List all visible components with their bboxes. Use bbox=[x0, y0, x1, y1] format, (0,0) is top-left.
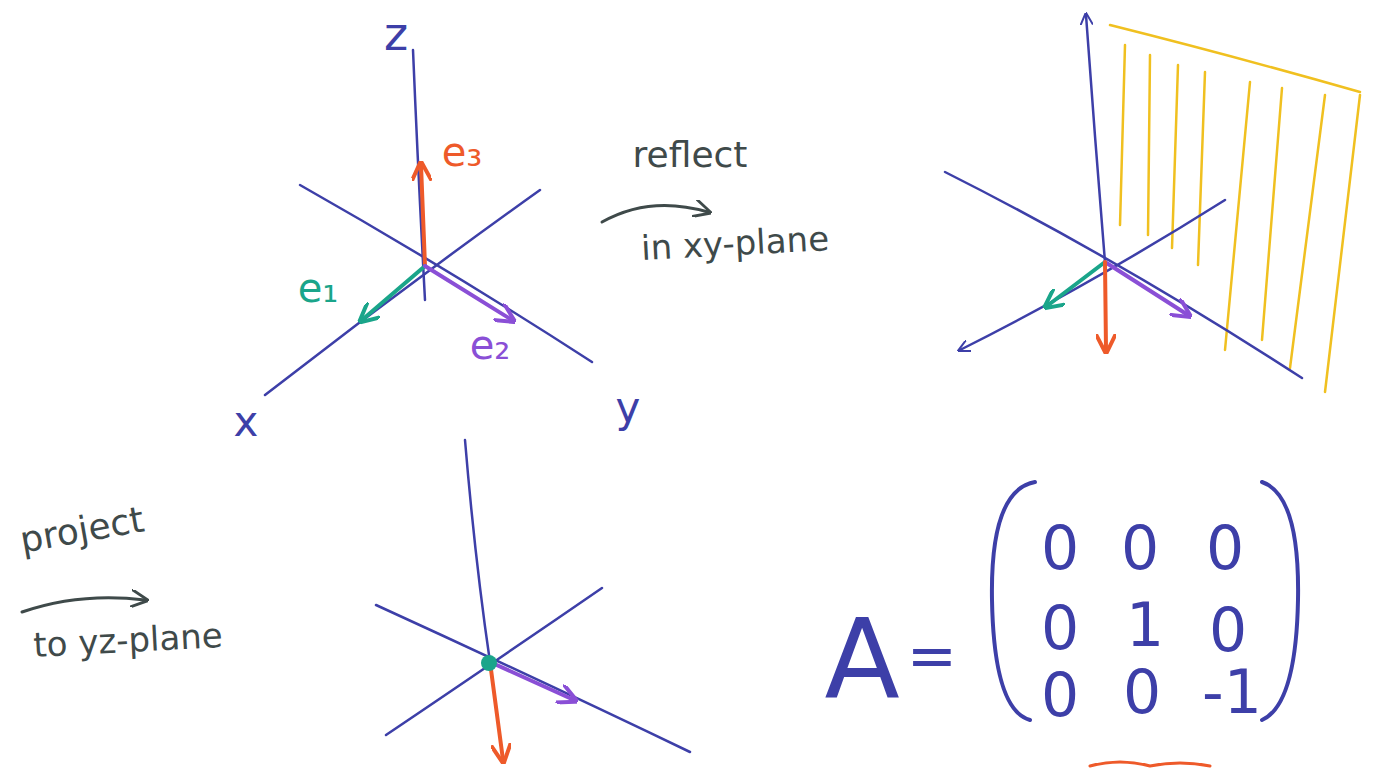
e2-vector bbox=[1105, 262, 1188, 315]
axis-lines bbox=[376, 440, 690, 752]
plane-shading bbox=[1110, 25, 1360, 392]
axis-label: x bbox=[234, 401, 259, 443]
matrix-entry: 0 bbox=[1041, 598, 1079, 658]
matrix-entry: 0 bbox=[1121, 518, 1159, 578]
vector-label: e₁ bbox=[298, 268, 339, 308]
e3-vector bbox=[1105, 262, 1106, 350]
axis-lines bbox=[265, 50, 592, 395]
e1-vector bbox=[1047, 262, 1105, 306]
matrix-entry: 0 bbox=[1041, 518, 1079, 578]
vector-label: e₂ bbox=[470, 325, 511, 365]
equals-sign: = bbox=[907, 625, 957, 685]
e1-vector bbox=[362, 266, 425, 320]
matrix-name: A bbox=[824, 605, 899, 715]
e2-vector bbox=[490, 662, 574, 700]
map-label: in xy-plane bbox=[640, 221, 830, 265]
map-arrow bbox=[602, 205, 708, 222]
map-label: project bbox=[17, 501, 146, 558]
matrix-entry: 0 bbox=[1209, 600, 1247, 660]
matrix-entry: 0 bbox=[1123, 662, 1161, 722]
e3-vector bbox=[421, 165, 425, 266]
map-label: to yz-plane bbox=[32, 618, 223, 662]
underline-mark bbox=[1090, 762, 1210, 766]
axis-label: z bbox=[384, 11, 408, 57]
map-label: reflect bbox=[633, 137, 748, 173]
e3-vector bbox=[490, 662, 503, 760]
axis-lines bbox=[945, 15, 1302, 378]
map-arrow bbox=[22, 598, 145, 612]
matrix-entry: 0 bbox=[1041, 665, 1079, 725]
vector-label: e₃ bbox=[442, 132, 483, 172]
e1-dot bbox=[481, 655, 497, 671]
matrix-entry: -1 bbox=[1202, 662, 1262, 722]
matrix-entry: 1 bbox=[1126, 595, 1164, 655]
axis-label: y bbox=[616, 387, 641, 429]
matrix-entry: 0 bbox=[1206, 518, 1244, 578]
e2-vector bbox=[425, 266, 512, 320]
